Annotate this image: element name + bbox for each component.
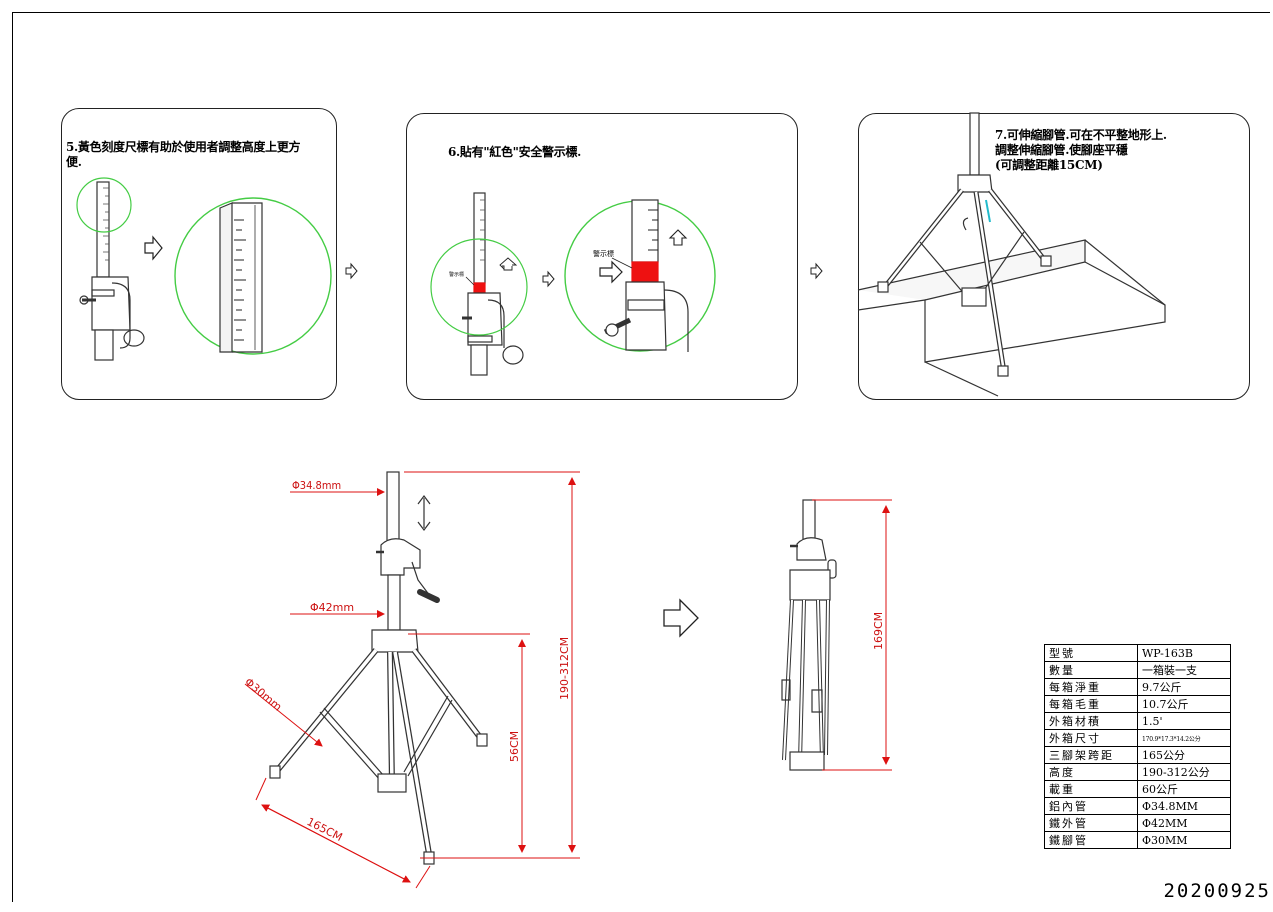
dim-folded-height: 169CM (872, 612, 885, 650)
folded-tripod-illustration (781, 499, 837, 771)
step-5-illustration (79, 181, 145, 361)
step-5-arrow-icon (144, 235, 163, 261)
main-tripod-illustration (269, 471, 488, 865)
spec-key: 數量 (1044, 661, 1138, 679)
main-dimension-lines (244, 471, 580, 889)
spec-value: Φ34.8MM (1137, 797, 1231, 815)
step-5-highlight-circle (76, 177, 132, 233)
spec-value: 60公斤 (1137, 780, 1231, 798)
spec-key: 載重 (1044, 780, 1138, 798)
step-6-highlight-circle (430, 238, 528, 336)
spec-key: 鐵外管 (1044, 814, 1138, 832)
step-6-up-arrow-small-icon (499, 257, 518, 271)
dim-span: 165CM (305, 815, 345, 844)
spec-key: 型號 (1044, 644, 1138, 662)
spec-value: Φ42MM (1137, 814, 1231, 832)
spec-value: 一箱裝一支 (1137, 661, 1231, 679)
step-7-illustration (857, 112, 1166, 397)
step-6-tag-large: 警示標 (593, 249, 614, 258)
dim-total-height: 190-312CM (558, 637, 571, 700)
spec-key: 鐵腳管 (1044, 831, 1138, 849)
spec-key: 每箱淨重 (1044, 678, 1138, 696)
folded-dimension-lines (812, 499, 892, 771)
spec-key: 外箱尺寸 (1044, 729, 1138, 747)
spec-value: 10.7公斤 (1137, 695, 1231, 713)
step-5-zoom-detail (219, 202, 263, 353)
spec-value: WP-163B (1137, 644, 1231, 662)
step-6-pointer-arrow-icon (599, 260, 623, 284)
spec-value: 165公分 (1137, 746, 1231, 764)
step-7-caption: 7.可伸縮腳管.可在不平整地形上. 調整伸縮腳管.使腳座平穩 (可調整距離15C… (995, 128, 1167, 172)
spec-key: 外箱材積 (1044, 712, 1138, 730)
spec-value: Φ30MM (1137, 831, 1231, 849)
step-6-mid-arrow-icon (542, 270, 555, 288)
date-code: 20200925 (1163, 880, 1271, 902)
step-6-illustration (462, 192, 524, 376)
dim-base-height: 56CM (508, 731, 521, 762)
step-7-adjust-marker (985, 199, 991, 223)
spec-row: 數量一箱裝一支 (1044, 661, 1231, 679)
dim-outer-tube: Φ42mm (310, 601, 354, 614)
spec-key: 每箱毛重 (1044, 695, 1138, 713)
step-6-tag-small: 警示標 (449, 271, 464, 278)
step-6-to-7-arrow-icon (810, 262, 823, 280)
fold-arrow-icon (663, 598, 699, 638)
spec-value: 9.7公斤 (1137, 678, 1231, 696)
spec-key: 鋁內管 (1044, 797, 1138, 815)
spec-key: 高度 (1044, 763, 1138, 781)
step-5-to-6-arrow-icon (345, 262, 358, 280)
step-6-up-arrow-large-icon (668, 229, 688, 246)
dim-inner-tube: Φ34.8mm (292, 479, 341, 492)
step-6-caption: 6.貼有"紅色"安全警示標. (448, 145, 582, 159)
drawing-frame (12, 12, 1270, 902)
spec-value: 190-312公分 (1137, 763, 1231, 781)
dim-leg-tube: Φ30mm (242, 675, 284, 713)
spec-key: 三腳架跨距 (1044, 746, 1138, 764)
spec-value: 170.9*17.3*14.2公分 (1137, 729, 1231, 747)
step-5-zoom-circle (174, 197, 332, 355)
step-5-caption: 5.黃色刻度尺標有助於使用者調整高度上更方 便. (66, 140, 301, 169)
step-6-zoom-detail (603, 199, 689, 352)
spec-value: 1.5' (1137, 712, 1231, 730)
